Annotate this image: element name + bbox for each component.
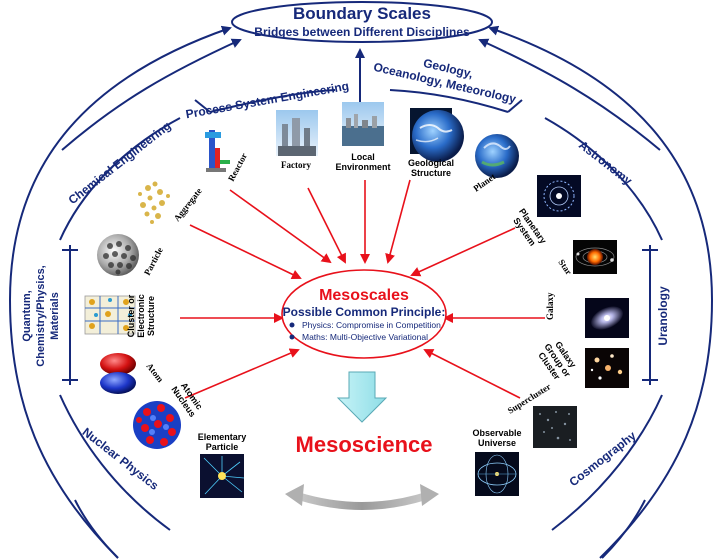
label-uranology: Uranology: [656, 286, 670, 346]
label-quantum: Quantum, Chemistry/Physics, Materials: [21, 265, 61, 367]
bullet-physics: Physics: Compromise in Competition: [302, 320, 441, 330]
label-cosmography: Cosmography: [566, 428, 638, 489]
galaxy-group-label: Galaxy Group or Cluster: [536, 340, 578, 382]
svg-text:Local: Local: [351, 152, 375, 162]
galaxy-label: Galaxy: [545, 292, 555, 320]
local-environment-image: [342, 102, 384, 146]
svg-text:Geological: Geological: [408, 158, 454, 168]
planet-image: [475, 134, 519, 178]
svg-text:Environment: Environment: [335, 162, 390, 172]
reactor-image: [205, 130, 230, 172]
particle-image: [97, 234, 139, 276]
aggregate-image: [138, 181, 170, 224]
cluster-label: Cluster or Electronic Structure: [126, 294, 156, 338]
svg-text:Universe: Universe: [478, 438, 516, 448]
elementary-particle-label: Elementary Particle: [198, 432, 247, 452]
boundary-scales-box: Boundary Scales Bridges between Differen…: [231, 1, 493, 43]
elementary-particle-image: [200, 454, 245, 498]
svg-text:Chemistry/Physics,: Chemistry/Physics,: [35, 265, 47, 367]
svg-text:Elementary: Elementary: [198, 432, 247, 442]
cluster-image: [84, 295, 136, 335]
label-astronomy: Astronomy: [576, 138, 635, 188]
star-image: [573, 240, 617, 274]
svg-text:Observable: Observable: [472, 428, 521, 438]
svg-text:Structure: Structure: [146, 296, 156, 336]
observable-universe-label: Observable Universe: [472, 428, 521, 448]
atom-image: [100, 353, 136, 394]
reactor-label: Reactor: [226, 151, 249, 183]
red-arrows: [180, 179, 545, 399]
grey-double-arrow: [285, 484, 439, 510]
label-process-system-engineering: Process System Engineering: [185, 79, 350, 122]
aggregate-label: Aggregate: [172, 186, 204, 223]
particle-label: Particle: [142, 246, 165, 277]
mesoscales-box: Mesoscales Possible Common Principle: Ph…: [281, 269, 447, 359]
svg-text:Cluster or: Cluster or: [126, 294, 136, 337]
local-environment-label: Local Environment: [335, 152, 390, 172]
mesoscales-subtitle: Possible Common Principle:: [283, 305, 446, 319]
outer-boundary: [8, 25, 714, 559]
svg-text:Structure: Structure: [411, 168, 451, 178]
planetary-system-image: [537, 175, 581, 217]
factory-image: [276, 110, 318, 156]
boundary-scales-title: Boundary Scales: [293, 4, 431, 23]
mesoscience-title: Mesoscience: [296, 432, 433, 457]
factory-label: Factory: [281, 160, 311, 170]
galaxy-group-image: [585, 348, 629, 388]
supercluster-image: [533, 406, 577, 448]
atom-label: Atom: [144, 361, 165, 384]
svg-text:Particle: Particle: [206, 442, 239, 452]
mesoscales-title: Mesoscales: [319, 287, 409, 304]
galaxy-image: [585, 298, 629, 338]
bullet-maths: Maths: Multi-Objective Variational: [302, 332, 428, 342]
down-arrow: [336, 371, 388, 423]
star-label: Star: [556, 257, 574, 276]
svg-text:Quantum,: Quantum,: [21, 290, 33, 341]
observable-universe-image: [475, 452, 519, 496]
label-chemical-engineering: Chemical Engineering: [66, 119, 174, 208]
planet-label: Planet: [471, 171, 497, 193]
svg-text:Electronic: Electronic: [136, 294, 146, 338]
boundary-scales-subtitle: Bridges between Different Disciplines: [254, 25, 470, 39]
geological-structure-label: Geological Structure: [408, 158, 454, 178]
svg-text:Materials: Materials: [49, 292, 61, 340]
geological-structure-image: [410, 108, 464, 162]
atomic-nucleus-image: [133, 401, 181, 449]
